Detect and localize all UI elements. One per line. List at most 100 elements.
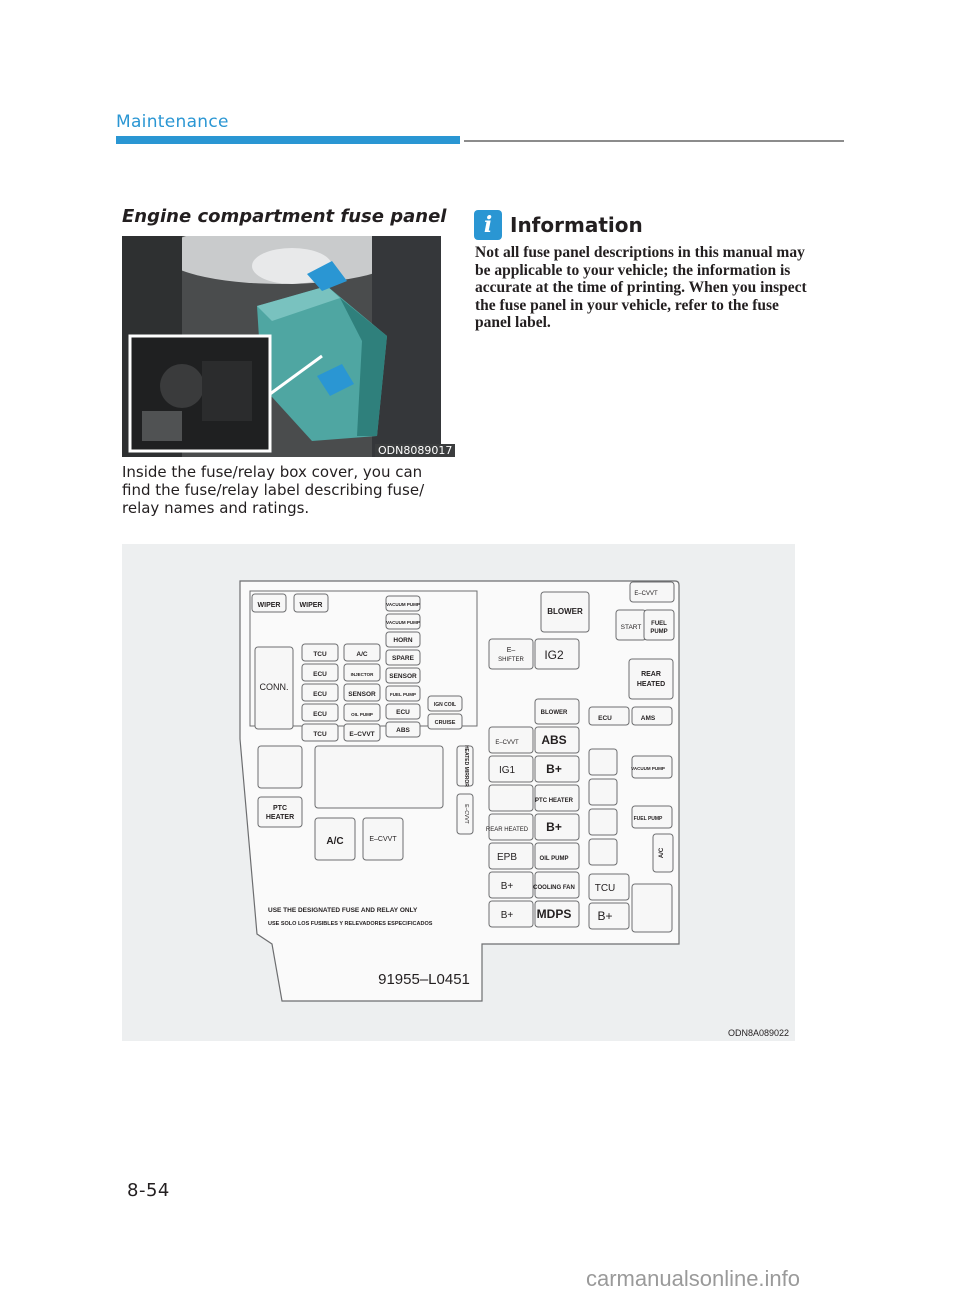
fuse-ams (631, 706, 673, 726)
fuse-mid-0 (385, 595, 421, 612)
relay-ptc-label-2: HEATER (266, 814, 294, 821)
fuse-mid-3-label: SPARE (392, 655, 415, 662)
fuse-blower-center-label: BLOWER (541, 710, 568, 716)
fuse-center-3-a (488, 813, 534, 841)
fuse-mid-5-label: FUEL PUMP (390, 692, 416, 697)
fuse-tcu-3 (588, 873, 630, 901)
relay-blank-2 (314, 745, 444, 809)
relay-e-shifter-1: E– (507, 647, 516, 654)
fuse-left-0-a (301, 643, 339, 662)
conn-label: CONN. (260, 682, 289, 692)
fuse-center-0-b (534, 726, 580, 754)
relay-rear-heated-1: REAR (641, 671, 661, 678)
fuse-center-3-a-label: REAR HEATED (486, 827, 529, 833)
spare-slot-1 (588, 778, 618, 806)
fuse-ecvvt-3-label: E–CVVT (634, 591, 658, 597)
relay-blower (540, 591, 590, 633)
relay-rear-heated-2: HEATED (637, 681, 665, 688)
fuse-center-0-a-label: E–CVVT (495, 740, 519, 746)
fuse-b-plus-4 (588, 902, 630, 930)
relay-ig2 (534, 638, 580, 670)
fuse-center-3-b (534, 813, 580, 841)
fuse-mid-2-label: HORN (393, 637, 412, 644)
relay-e-shifter-2: SHIFTER (498, 657, 524, 663)
relay-blank-1 (257, 745, 303, 789)
fuse-ac-2-label: A/C (659, 847, 665, 858)
page-number: 8-54 (127, 1180, 170, 1201)
fuse-left-4-a (301, 723, 339, 742)
info-title: Information (510, 213, 643, 237)
fuse-mid-2 (385, 631, 421, 648)
left-fuse-region (249, 590, 478, 727)
fuse-left-1-a-label: ECU (313, 671, 327, 678)
relay-ac-label: A/C (326, 836, 343, 847)
fuse-wiper-1-label: WIPER (258, 602, 281, 609)
fuse-center-0-a (488, 726, 534, 754)
fuse-center-4-b-label: OIL PUMP (540, 856, 569, 862)
fuse-mid-0-label: VACUUM PUMP (386, 602, 420, 607)
fuse-left-3-b (343, 703, 381, 722)
relay-ecvvt (362, 817, 404, 861)
fuse-left-4-b-label: E–CVVT (349, 731, 374, 738)
fuse-ecu-5-label: ECU (598, 715, 612, 722)
notice-es: USE SOLO LOS FUSIBLES Y RELEVADORES ESPE… (268, 921, 433, 927)
fuse-left-2-a-label: ECU (313, 691, 327, 698)
fuse-heated-mirror (456, 745, 474, 787)
fuse-vacuum-pump-1 (631, 755, 673, 779)
relay-fuel-pump-1: FUEL (651, 621, 667, 627)
header-rule (464, 140, 844, 142)
part-number: 91955–L0451 (378, 971, 470, 988)
relay-fuel-pump-2: PUMP (650, 629, 667, 635)
fuse-left-4-a-label: TCU (313, 731, 327, 738)
engine-fuse-box-photo (122, 236, 441, 457)
fuse-center-5-a (488, 871, 534, 899)
fuse-left-3-a (301, 703, 339, 722)
fuse-center-5-a-label: B+ (501, 881, 514, 892)
fuse-center-1-b-label: B+ (546, 762, 562, 776)
fuse-center-2-b-label: PTC HEATER (535, 798, 574, 804)
fuse-mid-5 (385, 685, 421, 702)
spare-slot-3 (588, 838, 618, 866)
fuse-center-5-b (534, 871, 580, 899)
fuse-wiper-2 (293, 593, 329, 613)
fuse-mid-6 (385, 703, 421, 720)
fuse-left-1-b-label: INJECTOR (351, 672, 374, 677)
fuse-center-4-a-label: EPB (497, 852, 517, 863)
fuse-left-2-a (301, 683, 339, 702)
section-title: Engine compartment fuse panel (122, 206, 447, 227)
fuse-fuel-pump-1-label: FUEL PUMP (634, 816, 663, 822)
fuse-left-0-b (343, 643, 381, 662)
relay-rear-heated (628, 658, 674, 700)
fuse-center-4-a (488, 842, 534, 870)
fuse-center-1-a (488, 755, 534, 783)
relay-ptc-label-1: PTC (273, 805, 287, 812)
spare-slot-2 (588, 808, 618, 836)
fuse-center-2-a (488, 784, 534, 812)
fuse-center-6-a-label: B+ (501, 910, 514, 921)
fuse-center-0-b-label: ABS (541, 733, 566, 747)
header-rule-accent (116, 136, 460, 144)
spare-slot-0 (588, 748, 618, 776)
fuse-center-4-b (534, 842, 580, 870)
fuse-vacuum-pump-1-label: VACUUM PUMP (631, 766, 665, 771)
fuse-ecu-5 (588, 706, 630, 726)
fuse-center-5-b-label: COOLING FAN (533, 885, 575, 891)
relay-ptc-heater (257, 796, 303, 828)
fuse-ecvvt-4 (456, 793, 474, 835)
notice-en: USE THE DESIGNATED FUSE AND RELAY ONLY (268, 907, 418, 914)
fuse-left-3-b-label: OIL PUMP (351, 712, 373, 717)
fuse-mid-6-label: ECU (396, 709, 410, 716)
photo-code: ODN8089017 (375, 444, 456, 457)
fuse-cruise (427, 713, 463, 730)
fuse-mid-7 (385, 721, 421, 738)
fuse-fuel-pump-1 (631, 805, 673, 829)
fuse-center-1-a-label: IG1 (499, 765, 516, 776)
fuse-center-1-b (534, 755, 580, 783)
relay-ac (314, 817, 356, 861)
section-header: Maintenance (116, 112, 229, 132)
fuse-mid-4-label: SENSOR (389, 673, 417, 680)
relay-start-label: START (621, 624, 642, 631)
fuse-mid-4 (385, 667, 421, 684)
conn-block (254, 646, 294, 730)
